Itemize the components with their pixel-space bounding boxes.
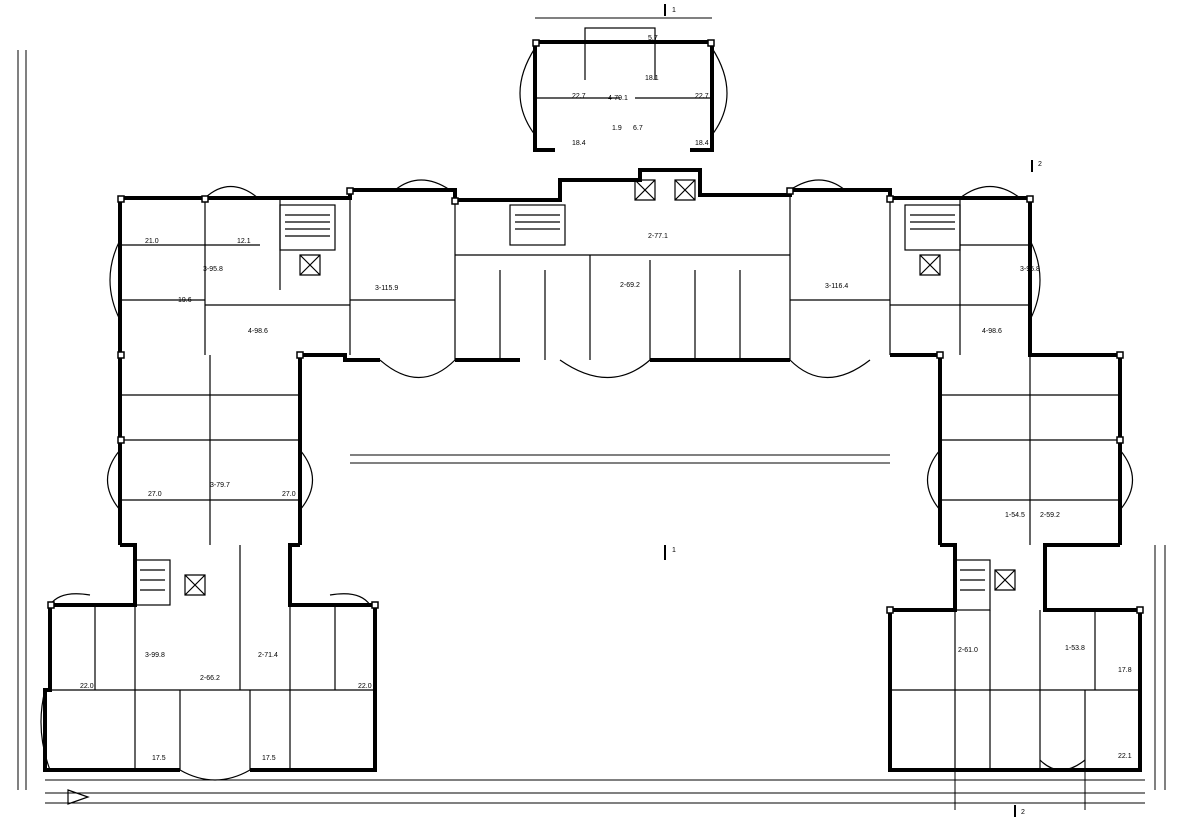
room-label: 18.1 [645, 75, 659, 82]
room-label: 1-53.8 [1065, 645, 1085, 652]
interior-walls [50, 42, 1140, 770]
room-label: 4-98.6 [248, 328, 268, 335]
section-marker-right: 2 [1038, 161, 1042, 168]
room-label: 2-61.0 [958, 647, 978, 654]
room-label: 3-95.8 [203, 266, 223, 273]
room-label: 4-79.1 [608, 95, 628, 102]
room-label: 2-66.2 [200, 675, 220, 682]
section-marker-top: 1 [672, 7, 676, 14]
columns [47, 39, 1144, 614]
room-label: 21.0 [145, 238, 159, 245]
room-label: 3-116.4 [825, 283, 848, 290]
room-label: 1.9 [612, 125, 622, 132]
room-label: 22.0 [80, 683, 94, 690]
dimension-lines [17, 17, 1166, 810]
room-label: 27.0 [148, 491, 162, 498]
room-label: 2-69.2 [620, 282, 640, 289]
room-label: 22.7 [572, 93, 586, 100]
stairwells [134, 179, 1016, 611]
room-label: 2-77.1 [648, 233, 668, 240]
room-label: 3-79.7 [210, 482, 230, 489]
room-label: 17.8 [1118, 667, 1132, 674]
section-marker-mid: 1 [672, 547, 676, 554]
room-label: 27.0 [282, 491, 296, 498]
room-label: 17.5 [262, 755, 276, 762]
room-label: 18.4 [695, 140, 709, 147]
room-label: 17.5 [152, 755, 166, 762]
room-label: 3-95.8 [1020, 266, 1040, 273]
room-label: 12.1 [237, 238, 251, 245]
room-label: 19.6 [178, 297, 192, 304]
section-marker-bottom: 2 [1021, 809, 1025, 816]
room-label: 3-115.9 [375, 285, 398, 292]
room-label: 3-99.8 [145, 652, 165, 659]
room-label: 2-71.4 [258, 652, 278, 659]
room-label: 22.1 [1118, 753, 1132, 760]
arrow-icon [67, 789, 90, 805]
room-label: 1-54.5 [1005, 512, 1025, 519]
room-label: 4-98.6 [982, 328, 1002, 335]
room-labels: 4-79.1 18.1 22.7 22.7 18.4 18.4 6.7 1.9 … [80, 35, 1132, 762]
room-label: 18.4 [572, 140, 586, 147]
room-label: 2-59.2 [1040, 512, 1060, 519]
room-label: 22.7 [695, 93, 709, 100]
room-label: 5.7 [648, 35, 658, 42]
room-label: 6.7 [633, 125, 643, 132]
section-markers: 1 1 2 2 [67, 4, 1042, 817]
room-label: 22.0 [358, 683, 372, 690]
exterior-walls [40, 27, 1142, 781]
